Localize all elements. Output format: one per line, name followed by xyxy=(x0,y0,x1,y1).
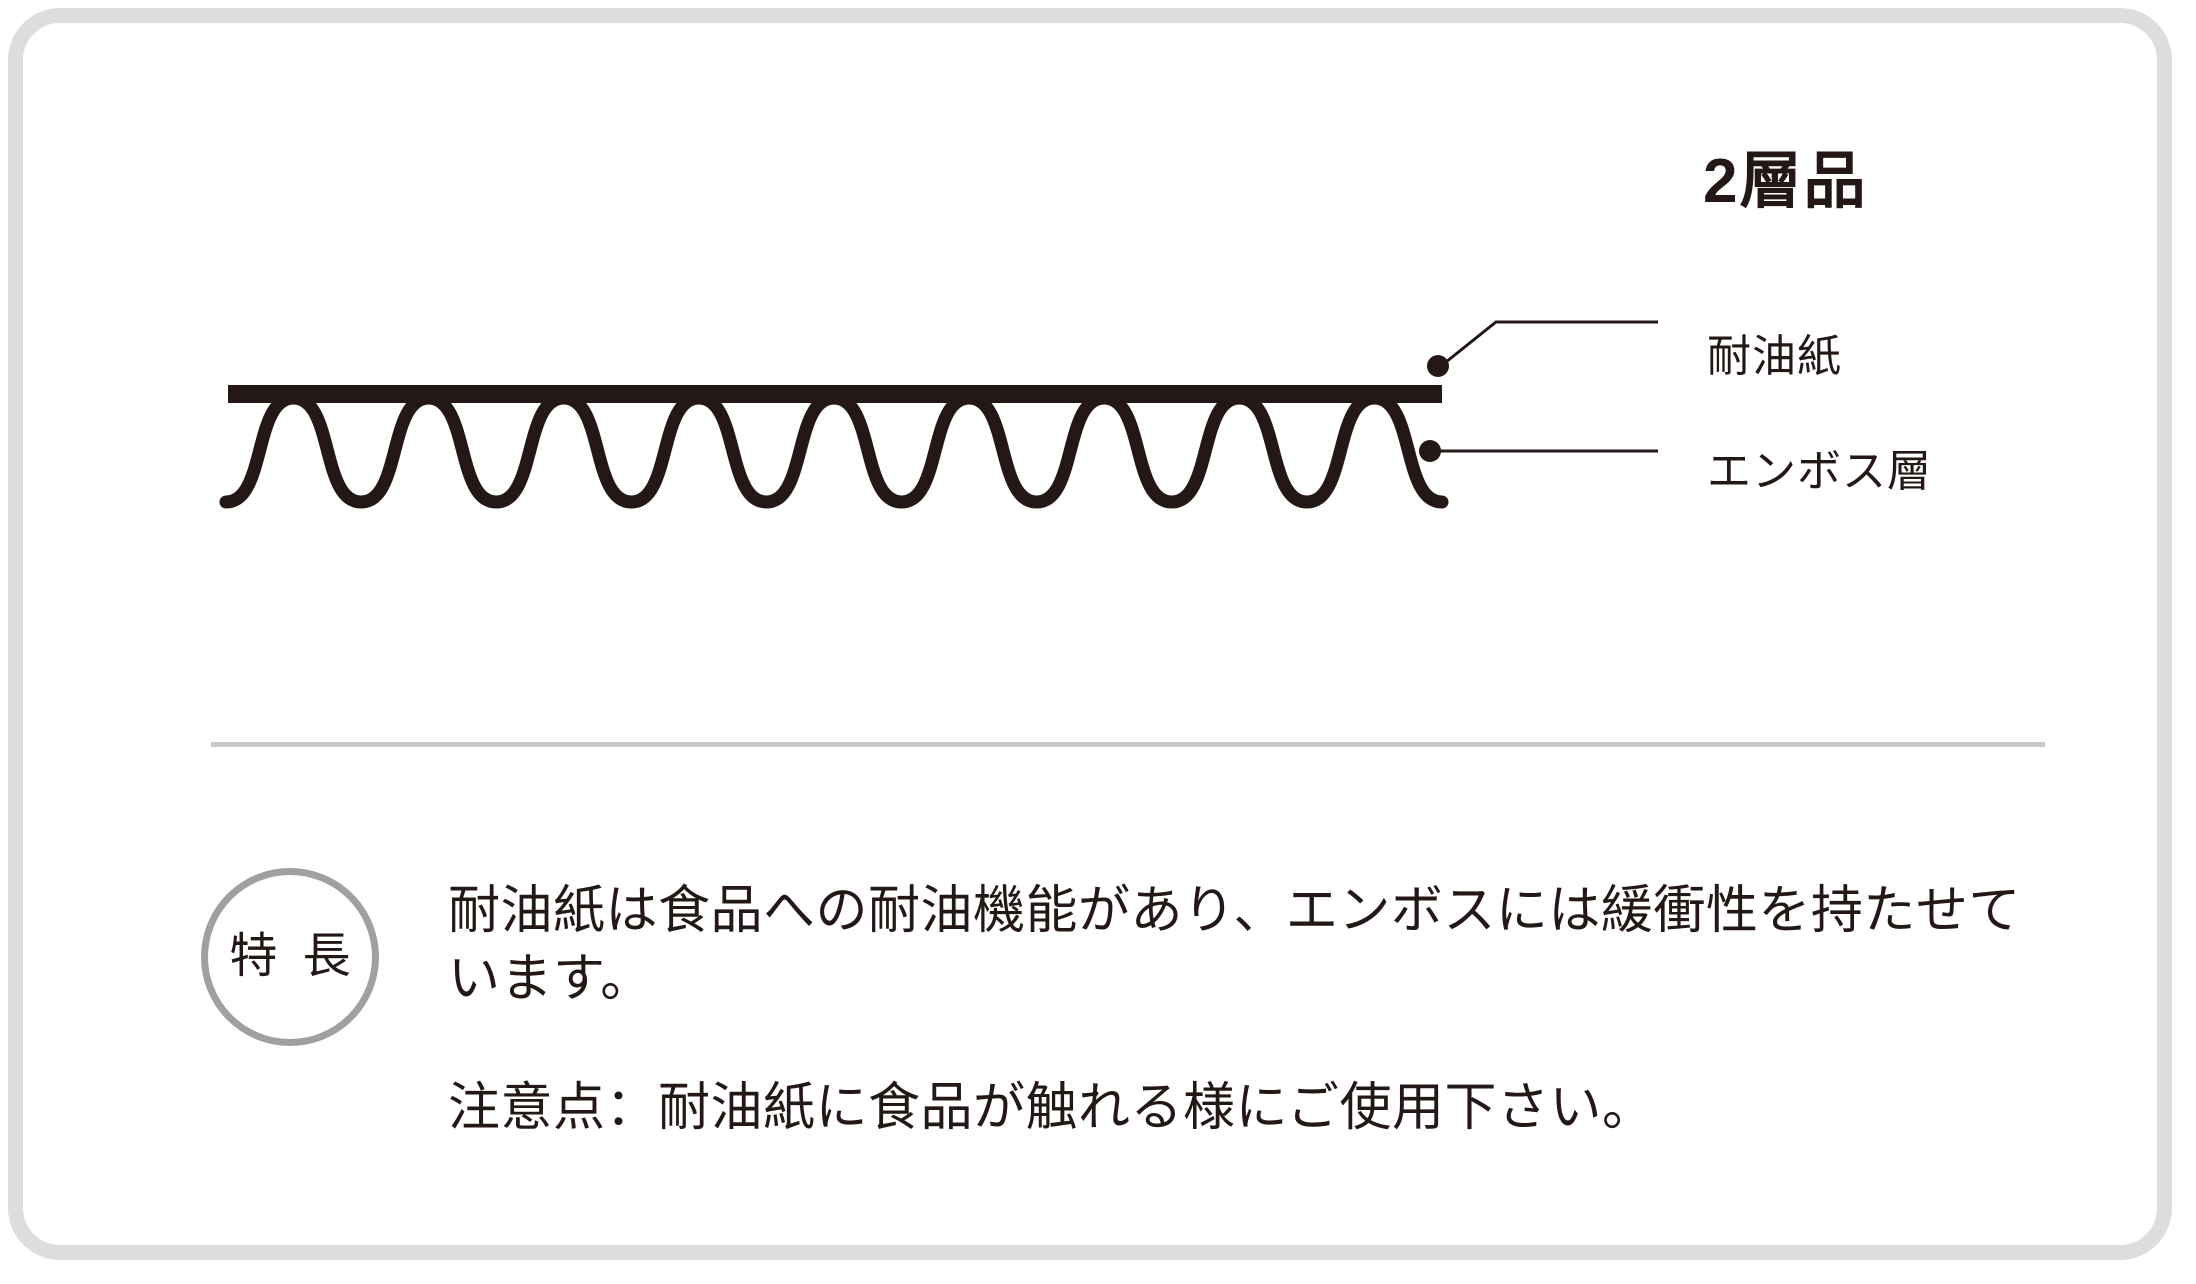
section-divider xyxy=(211,742,2045,747)
callout-label-grease-proof-paper: 耐油紙 xyxy=(1707,332,1842,381)
callout-label-embossed-layer: エンボス層 xyxy=(1707,447,1932,496)
feature-description: 耐油紙は食品への耐油機能があり、エンボスには緩衝性を持たせています。 xyxy=(448,882,2021,1008)
feature-badge: 特 長 xyxy=(201,868,379,1046)
feature-badge-label: 特 長 xyxy=(229,930,357,983)
feature-text-block: 耐油紙は食品への耐油機能があり、エンボスには緩衝性を持たせています。 注意点：耐… xyxy=(448,878,2038,1143)
feature-note: 注意点：耐油紙に食品が触れる様にご使用下さい。 xyxy=(448,1079,1655,1138)
product-spec-card: 2層品 耐油紙 エンボス層 特 長 耐油紙は食品への耐油機能があり、エンボスには… xyxy=(8,8,2172,1260)
page-title: 2層品 xyxy=(1703,147,1868,216)
